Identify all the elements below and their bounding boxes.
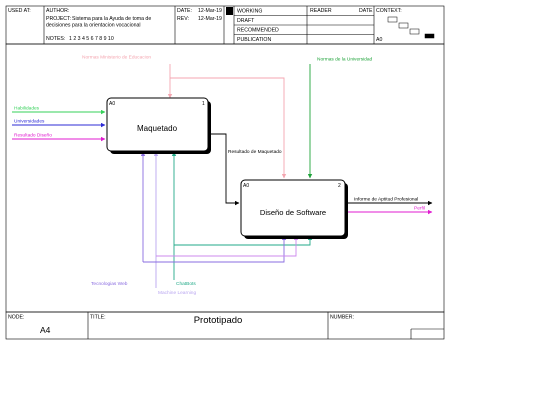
activity-box-maquetado[interactable]: A0 1 Maquetado <box>106 97 211 154</box>
diagram-frame <box>5 43 445 313</box>
box-maquetado-id: A0 <box>109 101 115 107</box>
status-publication: PUBLICATION <box>237 37 271 43</box>
node-value: A4 <box>40 325 51 335</box>
project-line-1: Sistema para la Ayuda de toma de <box>72 16 151 22</box>
notes-label: NOTES: <box>46 36 65 42</box>
label-universidades: Universidades <box>14 119 45 125</box>
status-recommended: RECOMMENDED <box>237 28 279 34</box>
status-draft: DRAFT <box>237 18 255 24</box>
reader-date-label: DATE <box>359 8 373 14</box>
author-label: AUTHOR: <box>46 8 69 14</box>
label-perfil: Perfil <box>414 206 425 212</box>
box-maquetado-title: Maquetado <box>137 124 178 133</box>
label-resultado-diseno: Resultado Diseño <box>14 133 52 139</box>
project-label: PROJECT: <box>46 16 71 22</box>
status-marker <box>226 7 233 15</box>
title-value: Prototipado <box>194 315 243 326</box>
label-tecnologias-web: Tecnologias Web <box>91 281 128 287</box>
used-at-label: USED AT: <box>8 8 31 14</box>
date-label: DATE: <box>177 8 192 14</box>
rev-label: REV: <box>177 16 189 22</box>
box-diseno-id: A0 <box>243 183 249 189</box>
box-diseno-title: Diseño de Software <box>260 208 326 217</box>
mechanism-branch-machine-learning <box>156 235 299 257</box>
mechanism-branch-tecnologias-web <box>143 235 287 263</box>
node-label: NODE: <box>8 315 24 321</box>
title-label: TITLE: <box>90 315 106 321</box>
label-habilidades: Habilidades <box>14 106 40 112</box>
footer-frame <box>5 311 445 340</box>
reader-label: READER <box>310 8 332 14</box>
date-value: 12-Mar-19 <box>198 8 222 14</box>
project-line-2: decisiones para la orientacion vocaciona… <box>46 23 141 29</box>
context-node: A0 <box>376 37 382 43</box>
rev-value: 12-Mar-19 <box>198 16 222 22</box>
label-machine-learning: Machine Learning <box>158 290 196 296</box>
label-resultado-maquetado: Resultado de Maquetado <box>228 149 282 155</box>
control-branch-normas-ministerio <box>170 77 287 179</box>
status-working: WORKING <box>237 9 262 15</box>
label-informe: Informe de Aptitud Profesional <box>354 197 418 203</box>
box-diseno-number: 2 <box>338 183 341 189</box>
number-label: NUMBER: <box>330 315 354 321</box>
context-thumbnail-icon <box>387 16 435 39</box>
context-label: CONTEXT: <box>376 8 402 14</box>
label-normas-ministerio: Normas Ministerio de Educacion <box>82 55 151 61</box>
box-maquetado-number: 1 <box>202 101 205 107</box>
notes-numbers: 1 2 3 4 5 6 7 8 9 10 <box>69 36 114 42</box>
label-chatbots: ChatBots <box>176 281 196 287</box>
flow-arrow-resultado-maquetado <box>208 133 240 206</box>
label-normas-universidad: Normas de la Universidad <box>317 57 373 63</box>
activity-box-diseno-software[interactable]: A0 2 Diseño de Software <box>240 179 348 239</box>
